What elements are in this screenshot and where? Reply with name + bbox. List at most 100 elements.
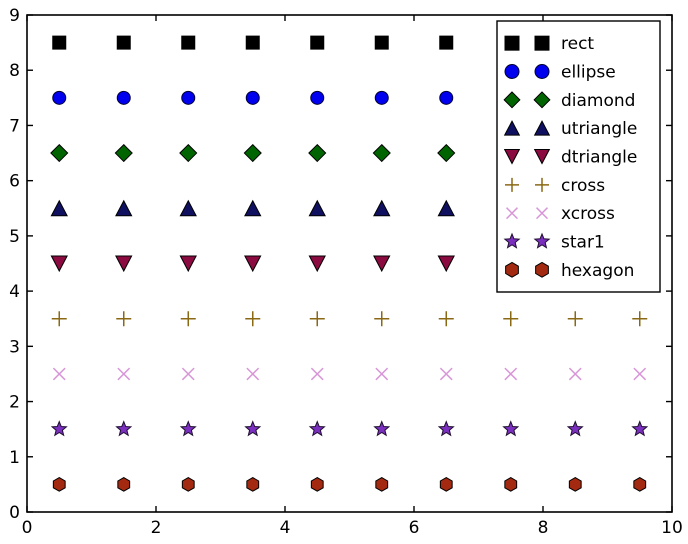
series-dtriangle (50, 255, 455, 273)
marker-diamond (437, 143, 456, 163)
marker-circle (116, 90, 131, 105)
legend-item-star1[interactable]: star1 (503, 232, 605, 253)
legend-item-dtriangle[interactable]: dtriangle (503, 148, 638, 168)
y-tick-label: 2 (9, 393, 20, 413)
marker-diamond (179, 143, 198, 163)
x-tick-label: 2 (151, 518, 162, 538)
legend-label-cross: cross (561, 176, 605, 196)
marker-hexagon (439, 476, 453, 492)
marker-circle (374, 90, 389, 105)
marker-plus (180, 311, 196, 327)
y-tick-label: 5 (9, 227, 20, 247)
marker-square (310, 35, 325, 50)
y-tick-label: 1 (9, 448, 20, 468)
plot-border (26, 14, 673, 513)
marker-triangle-down (437, 255, 455, 273)
legend-item-cross[interactable]: cross (505, 176, 605, 196)
legend-marker-hexagon (535, 261, 549, 278)
marker-plus (374, 311, 390, 327)
marker-triangle-up (308, 199, 326, 217)
marker-x (439, 367, 453, 381)
marker-square (52, 35, 67, 50)
legend-label-ellipse: ellipse (561, 63, 616, 83)
marker-circle (439, 90, 454, 105)
marker-x (246, 367, 260, 381)
marker-x (633, 367, 647, 381)
legend-marker-plus (505, 177, 519, 192)
marker-x (117, 367, 131, 381)
marker-plus (567, 311, 583, 327)
marker-hexagon (633, 476, 647, 492)
y-tick-label: 9 (9, 6, 20, 26)
legend-marker-square (534, 35, 550, 51)
marker-star (179, 420, 197, 437)
marker-hexagon (310, 476, 324, 492)
x-tick-label: 0 (22, 518, 33, 538)
marker-plus (116, 311, 132, 327)
axes-frame (26, 14, 673, 513)
y-tick-label: 7 (9, 116, 20, 136)
marker-plus (632, 311, 648, 327)
legend-marker-triangle-down (533, 149, 551, 165)
legend-marker-plus (535, 177, 549, 192)
legend-item-hexagon[interactable]: hexagon (505, 261, 635, 281)
legend-frame (496, 20, 661, 293)
marker-diamond (50, 143, 69, 163)
marker-star (566, 420, 584, 437)
marker-x (375, 367, 389, 381)
marker-triangle-up (50, 199, 68, 217)
marker-hexagon (181, 476, 195, 492)
legend-marker-square (504, 35, 520, 51)
legend-label-rect: rect (561, 34, 594, 54)
y-tick-label: 0 (9, 503, 20, 523)
legend-marker-triangle-down (503, 149, 521, 165)
marker-circle (310, 90, 325, 105)
marker-hexagon (504, 476, 518, 492)
marker-star (631, 420, 649, 437)
marker-x (52, 367, 66, 381)
legend-marker-star (533, 232, 551, 249)
marker-triangle-down (244, 255, 262, 273)
marker-hexagon (52, 476, 66, 492)
marker-triangle-up (244, 199, 262, 217)
marker-triangle-down (308, 255, 326, 273)
legend-item-utriangle[interactable]: utriangle (503, 119, 638, 139)
legend-item-xcross[interactable]: xcross (506, 204, 615, 224)
marker-square (116, 35, 131, 50)
marker-hexagon (375, 476, 389, 492)
marker-diamond (372, 143, 391, 163)
marker-star (308, 420, 326, 437)
marker-star (502, 420, 520, 437)
marker-plus (245, 311, 261, 327)
legend-label-dtriangle: dtriangle (561, 148, 637, 168)
series-diamond (50, 143, 456, 163)
series-star1 (50, 420, 649, 437)
data-marker-group (50, 35, 649, 492)
marker-square (245, 35, 260, 50)
legend-item-ellipse[interactable]: ellipse (504, 63, 616, 83)
legend-label-xcross: xcross (561, 204, 615, 224)
x-tick-label: 6 (409, 518, 420, 538)
marker-plus (309, 311, 325, 327)
legend-item-rect[interactable]: rect (504, 34, 594, 54)
legend-marker-x (536, 207, 548, 220)
legend-marker-star (503, 232, 521, 249)
series-ellipse (52, 90, 454, 105)
marker-hexagon (568, 476, 582, 492)
legend[interactable]: rect ellipse diamond utriangle dtriangle cros… (496, 20, 661, 293)
marker-diamond (243, 143, 262, 163)
marker-plus (503, 311, 519, 327)
legend-item-diamond[interactable]: diamond (503, 91, 635, 111)
marker-triangle-up (437, 199, 455, 217)
legend-marker-diamond (533, 91, 551, 109)
marker-hexagon (117, 476, 131, 492)
marker-triangle-up (179, 199, 197, 217)
legend-label-star1: star1 (561, 233, 605, 253)
marker-triangle-down (50, 255, 68, 273)
y-tick-label: 8 (9, 61, 20, 81)
legend-label-utriangle: utriangle (561, 119, 637, 139)
marker-square (181, 35, 196, 50)
